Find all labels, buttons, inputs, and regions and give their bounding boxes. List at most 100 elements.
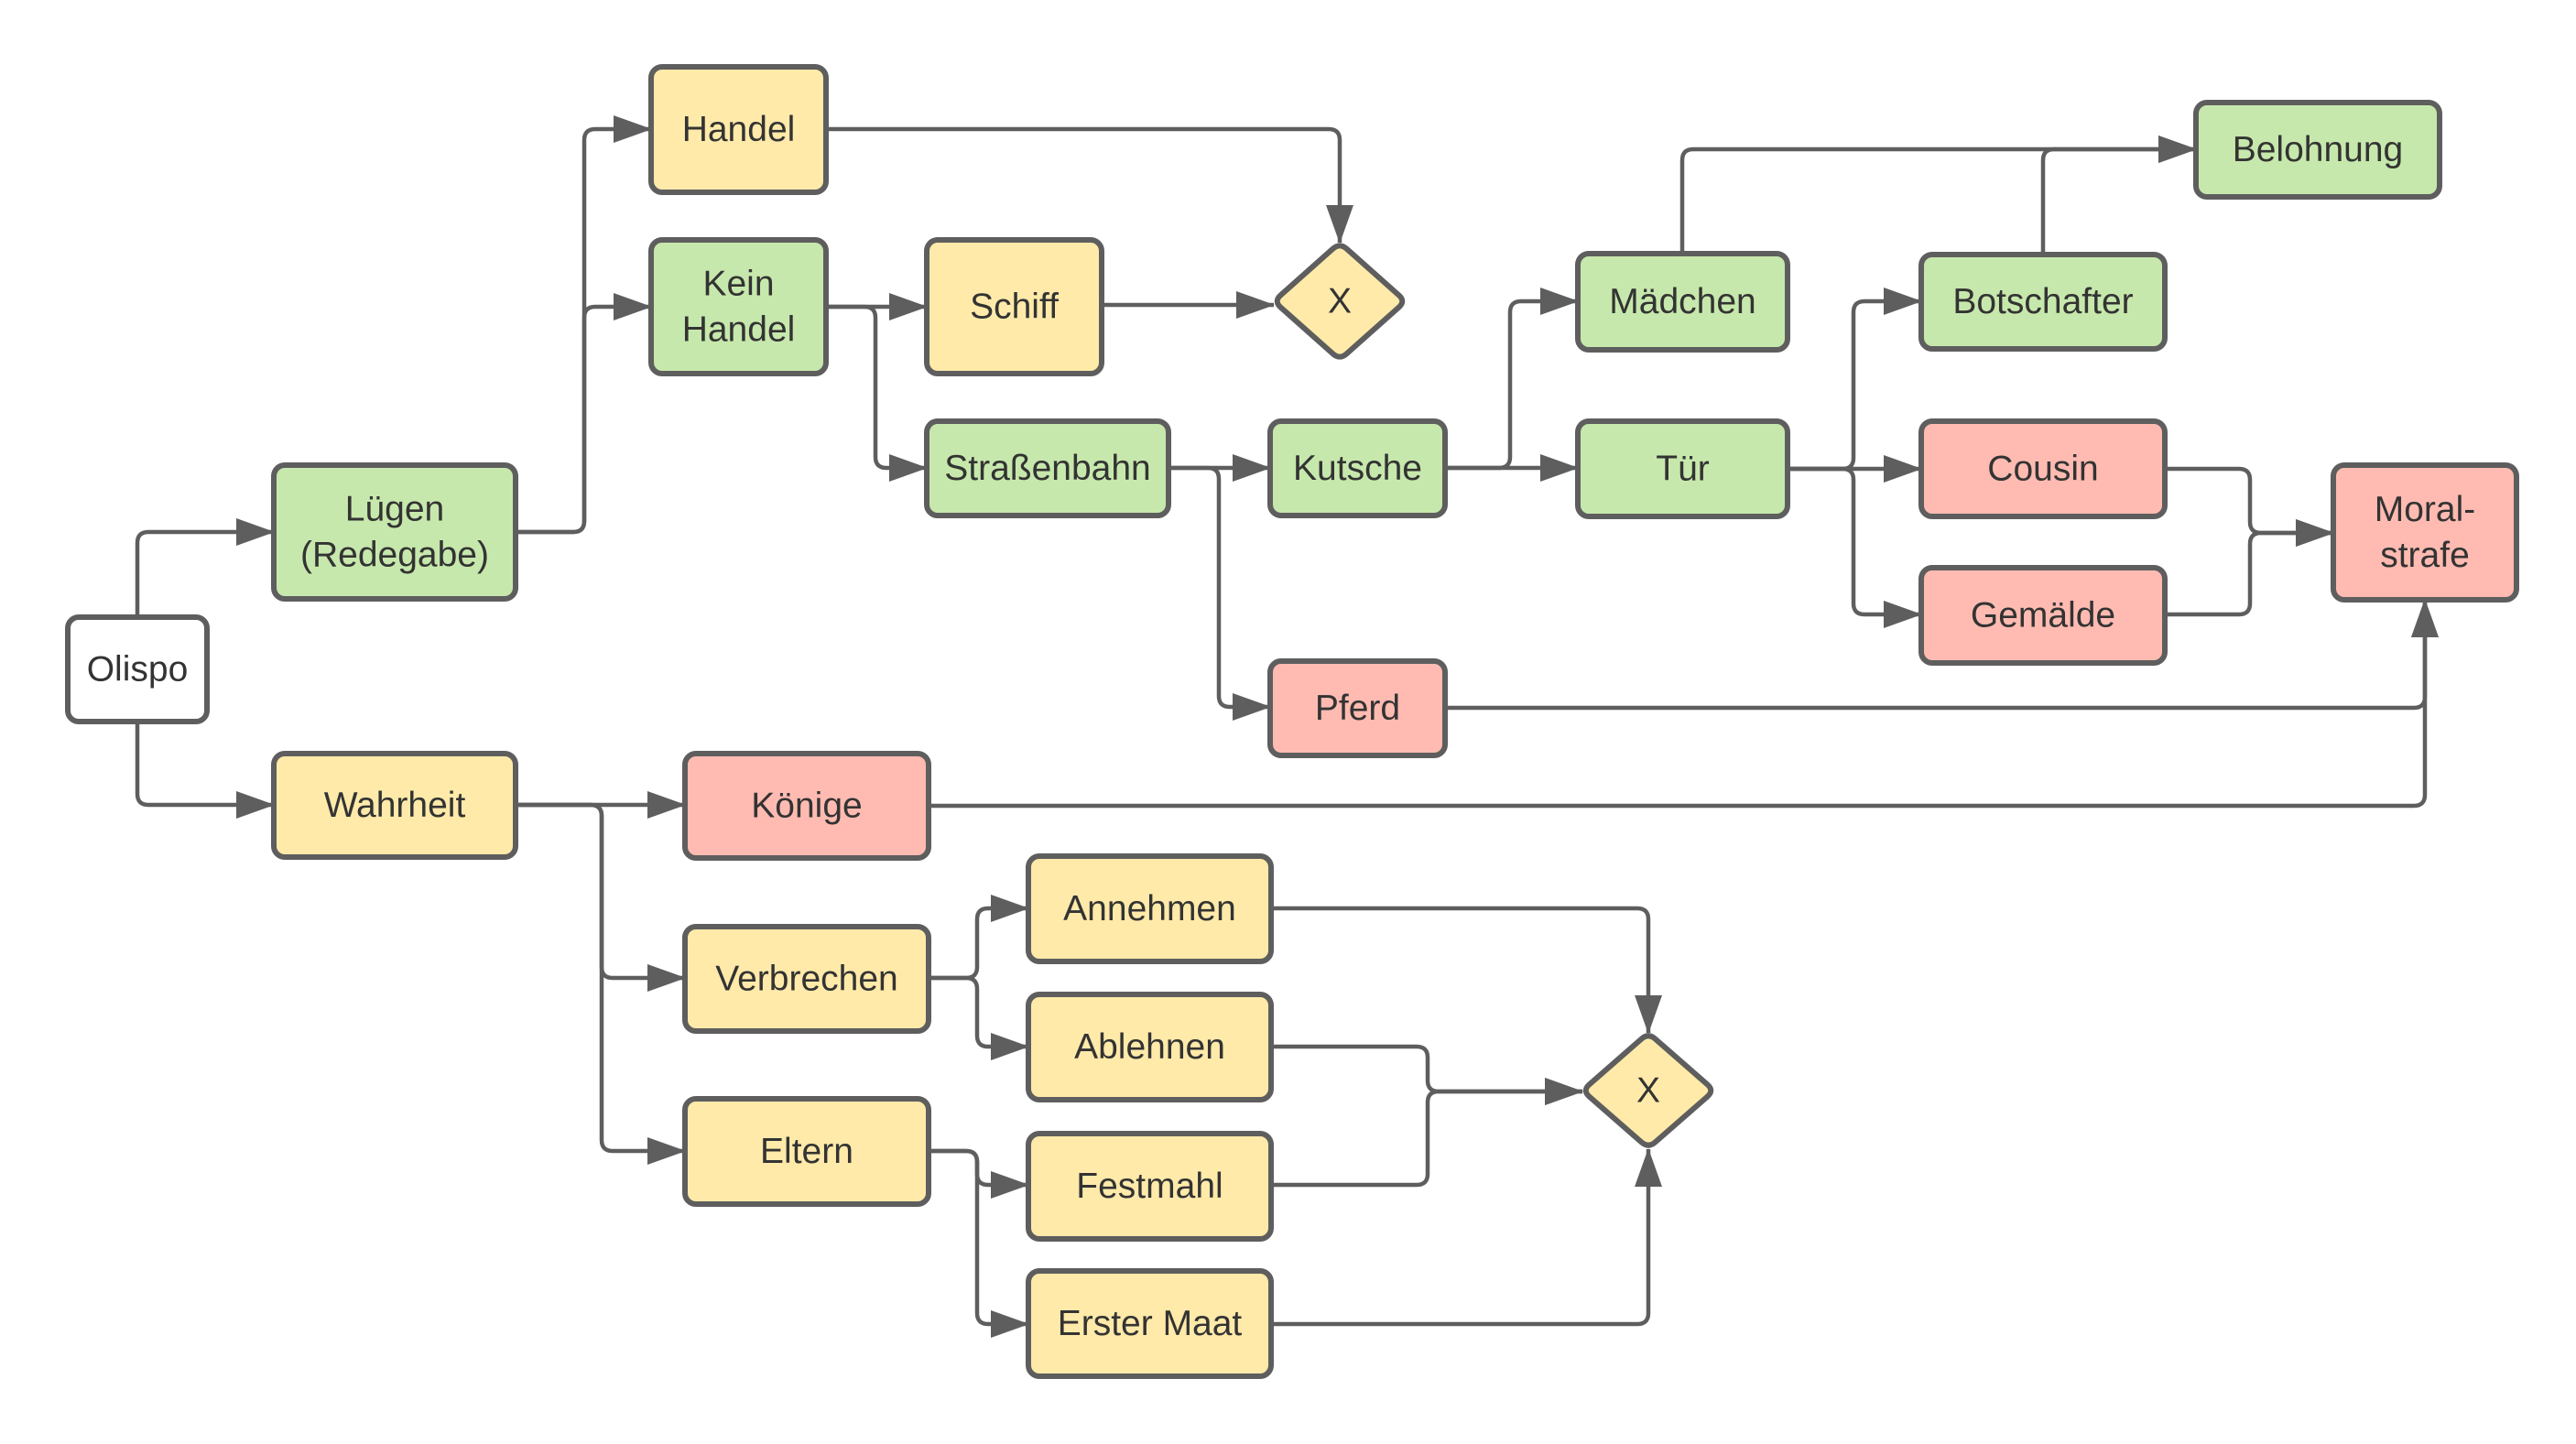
edge-tuer-to-gemaelde xyxy=(1788,466,1922,628)
node-moralstrafe[interactable]: Moral-strafe xyxy=(2331,462,2519,603)
node-box xyxy=(682,751,931,861)
edge-verbrechen-to-annehmen xyxy=(929,895,1029,981)
node-pferd[interactable]: Pferd xyxy=(1267,658,1448,758)
edge-eltern-to-erster-maat xyxy=(929,1148,1029,1338)
node-label: Verbrechen xyxy=(715,960,897,999)
node-box xyxy=(1918,565,2168,666)
edge-gemaelde-to-moralstrafe xyxy=(2165,519,2334,617)
node-handel[interactable]: Handel xyxy=(648,64,829,195)
node-label: Botschafter xyxy=(1952,282,2133,321)
edge-olispo-to-wahrheit xyxy=(135,722,275,819)
node-box xyxy=(1918,252,2168,352)
edge-verbrechen-to-ablehnen xyxy=(929,975,1029,1060)
decision-diamond xyxy=(1274,243,1406,360)
node-label: Handel xyxy=(682,110,796,149)
node-label: Tür xyxy=(1656,450,1710,489)
node-koenige[interactable]: Könige xyxy=(682,751,931,861)
node-verbrechen[interactable]: Verbrechen xyxy=(682,924,931,1034)
node-label: (Redegabe) xyxy=(300,536,489,575)
node-box xyxy=(271,462,518,602)
node-label: Cousin xyxy=(1987,450,2098,489)
node-maedchen[interactable]: Mädchen xyxy=(1575,251,1790,353)
node-schiff[interactable]: Schiff xyxy=(924,237,1104,376)
edge-wahrheit-to-eltern xyxy=(516,802,686,1165)
edge-tuer-to-botschafter xyxy=(1788,288,1922,472)
node-annehmen[interactable]: Annehmen xyxy=(1026,853,1274,964)
edge-handel-to-x-top xyxy=(826,126,1353,244)
node-festmahl[interactable]: Festmahl xyxy=(1026,1131,1274,1242)
edge-cousin-to-moralstrafe xyxy=(2165,466,2334,547)
node-label: Festmahl xyxy=(1076,1167,1223,1206)
node-olispo[interactable]: Olispo xyxy=(65,614,210,724)
edge-ablehnen-to-x-bottom xyxy=(1271,1044,1583,1105)
node-tuer[interactable]: Tür xyxy=(1575,418,1790,519)
node-label: Lügen xyxy=(345,490,444,529)
node-label: X xyxy=(1328,282,1352,321)
node-label: Handel xyxy=(682,310,796,350)
node-box xyxy=(2331,462,2519,603)
node-label: Könige xyxy=(751,787,862,826)
node-belohnung[interactable]: Belohnung xyxy=(2193,100,2442,200)
node-box xyxy=(1026,1268,1274,1379)
edge-maedchen-to-belohnung xyxy=(1679,136,2197,254)
node-label: Mädchen xyxy=(1609,282,1755,321)
node-box xyxy=(1918,418,2168,519)
node-box xyxy=(65,614,210,724)
edge-luegen-to-kein-handel xyxy=(516,293,652,535)
node-label: Kutsche xyxy=(1293,449,1422,488)
node-box xyxy=(682,1096,931,1207)
node-label: Annehmen xyxy=(1063,889,1236,928)
edge-kein-handel-to-strassenbahn xyxy=(826,304,928,482)
edge-strassenbahn-to-pferd xyxy=(1168,465,1271,721)
node-box xyxy=(682,924,931,1034)
node-ablehnen[interactable]: Ablehnen xyxy=(1026,992,1274,1102)
node-label: Kein xyxy=(702,265,774,304)
node-box xyxy=(2193,100,2442,200)
node-strassenbahn[interactable]: Straßenbahn xyxy=(924,418,1171,518)
node-x-top[interactable]: X xyxy=(1274,243,1406,360)
node-box xyxy=(1026,853,1274,964)
node-cousin[interactable]: Cousin xyxy=(1918,418,2168,519)
edge-botschafter-to-belohnung xyxy=(2040,136,2197,255)
edges-layer xyxy=(135,115,2439,1338)
node-label: Gemälde xyxy=(1971,596,2115,635)
node-erster-maat[interactable]: Erster Maat xyxy=(1026,1268,1274,1379)
node-box xyxy=(271,751,518,860)
node-label: Schiff xyxy=(970,288,1059,327)
node-box xyxy=(648,237,829,376)
node-box xyxy=(924,418,1171,518)
node-box xyxy=(1575,418,1790,519)
node-eltern[interactable]: Eltern xyxy=(682,1096,931,1207)
node-label: Olispo xyxy=(87,650,189,689)
edge-annehmen-to-x-bottom xyxy=(1271,906,1662,1034)
node-kutsche[interactable]: Kutsche xyxy=(1267,418,1448,518)
edge-erster-maat-to-x-bottom xyxy=(1271,1148,1662,1327)
node-gemaelde[interactable]: Gemälde xyxy=(1918,565,2168,666)
edge-kutsche-to-maedchen xyxy=(1445,288,1579,471)
node-label: X xyxy=(1636,1071,1660,1111)
node-box xyxy=(1575,251,1790,353)
node-label: Ablehnen xyxy=(1074,1027,1225,1067)
edge-koenige-to-moralstrafe xyxy=(929,599,2439,809)
node-box xyxy=(648,64,829,195)
node-label: Eltern xyxy=(760,1132,853,1171)
node-label: Erster Maat xyxy=(1058,1304,1243,1343)
node-luegen[interactable]: Lügen (Redegabe) xyxy=(271,462,518,602)
node-botschafter[interactable]: Botschafter xyxy=(1918,252,2168,352)
node-label: Moral- xyxy=(2375,490,2476,529)
node-wahrheit[interactable]: Wahrheit xyxy=(271,751,518,860)
edge-festmahl-to-x-bottom xyxy=(1271,1078,1583,1188)
node-label: Straßenbahn xyxy=(944,449,1151,488)
node-box xyxy=(924,237,1104,376)
node-label: Pferd xyxy=(1315,689,1400,728)
node-box xyxy=(1026,1131,1274,1242)
node-box xyxy=(1267,418,1448,518)
edge-olispo-to-luegen xyxy=(135,518,275,617)
node-label: strafe xyxy=(2380,536,2470,575)
nodes-layer: OlispoLügen(Redegabe)WahrheitHandelKeinH… xyxy=(65,64,2519,1379)
node-x-bottom[interactable]: X xyxy=(1582,1033,1714,1148)
node-box xyxy=(1026,992,1274,1102)
node-label: Belohnung xyxy=(2233,130,2404,169)
